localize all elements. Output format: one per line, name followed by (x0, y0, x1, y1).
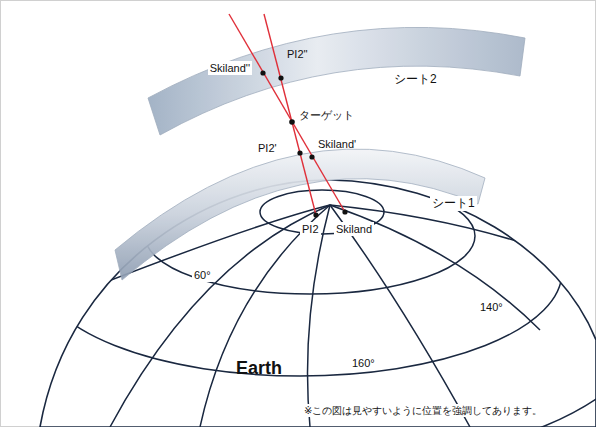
sheet-label: シート2 (392, 72, 439, 87)
latitude-label: 60° (192, 268, 213, 282)
point-label: Skiland'' (208, 61, 252, 75)
point-label: PI2'' (287, 47, 308, 61)
longitude-label: 140° (478, 300, 505, 314)
note-text: ※この図は見やすいように位置を強調してあります。 (302, 404, 544, 417)
longitude-label: 160° (350, 356, 377, 370)
target-label: ターゲット (299, 108, 354, 122)
point-label: Skiland (334, 222, 374, 236)
point-label: Skiland' (318, 137, 356, 151)
point-label: PI2 (300, 222, 321, 236)
point-label: PI2' (258, 141, 277, 155)
globe-label: Earth (236, 358, 282, 379)
sheet-label: シート1 (430, 196, 477, 211)
